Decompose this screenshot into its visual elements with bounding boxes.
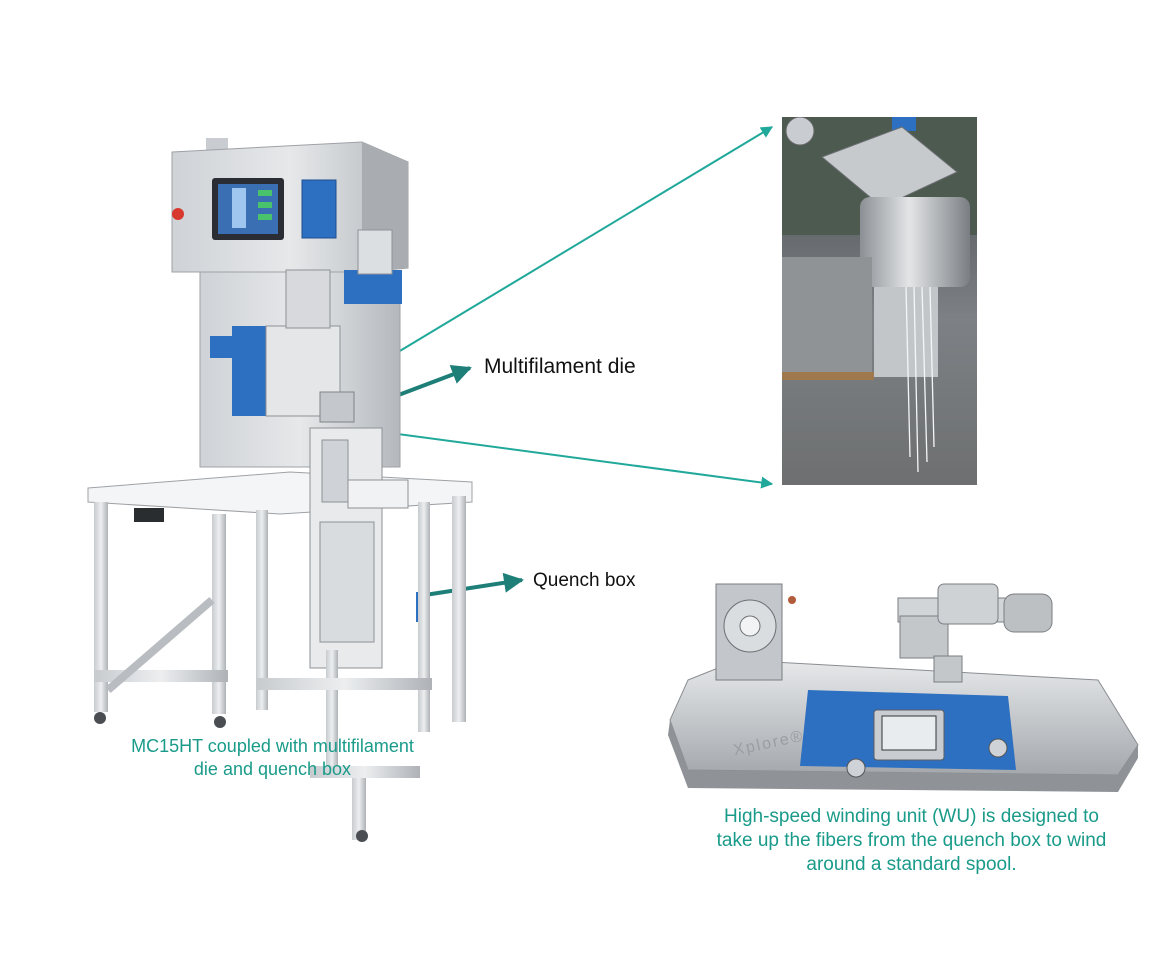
arrow-to-closeup-top [354,126,774,379]
winder-caption-line-1: High-speed winding unit (WU) is designed… [724,806,1099,827]
winder-caption-line-2: take up the fibers from the quench box t… [716,829,1107,851]
machine-caption-line-1: MC15HT coupled with multifilament [131,736,414,756]
machine-caption: MC15HT coupled with multifilament die an… [95,735,450,780]
machine-caption-line-2: die and quench box [193,758,352,779]
multifilament-die-label: Multifilament die [484,355,636,378]
winder-caption: High-speed winding unit (WU) is designed… [668,805,1155,876]
mc15ht-machine-photo [87,138,473,842]
arrow-to-quench-label [424,572,524,597]
multifilament-die-closeup-photo [782,117,977,485]
winder-caption-line-3: around a standard spool. [806,853,1017,875]
quench-box-label: Quench box [533,570,636,591]
winding-unit-photo [668,583,1139,792]
die-closeup-drawing [782,117,977,473]
arrow-to-closeup-bottom [367,429,774,489]
